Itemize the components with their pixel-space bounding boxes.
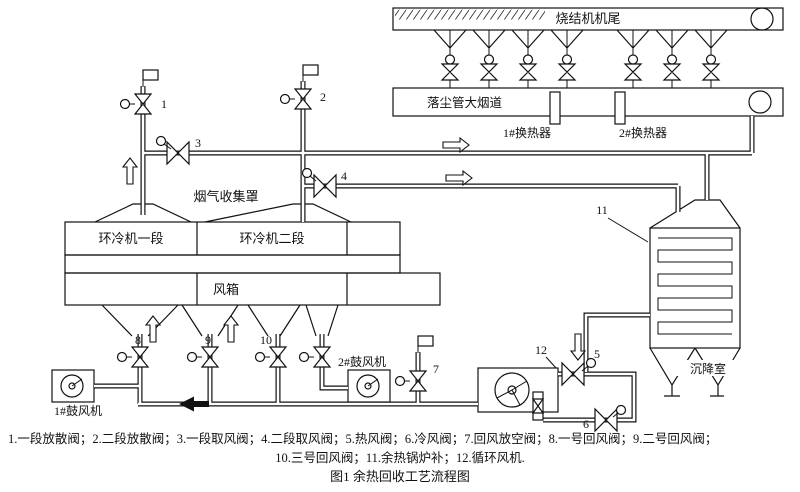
valve4-actuator: [301, 167, 313, 179]
circulating-fan-casing: [477, 367, 559, 413]
valve-actuators: [116, 93, 627, 416]
flag-poles: [142, 65, 419, 353]
blower2-fan-icon: [356, 374, 380, 398]
settling-label-bg: [676, 360, 740, 376]
sinter-hatch: [395, 9, 545, 20]
callout-1: 1: [161, 97, 167, 111]
callout-5: 5: [594, 347, 600, 361]
right-arrow-icon: [442, 136, 470, 154]
boiler-coil: [657, 237, 733, 335]
cooler-grate-strip: [64, 254, 401, 274]
callout-10: 10: [260, 333, 272, 347]
vessel-body: [649, 227, 741, 349]
callout-7: 7: [433, 362, 439, 376]
ring-cooler: [64, 203, 441, 337]
hx1-label: 1#换热器: [503, 126, 551, 140]
valve-bodies: [130, 88, 618, 433]
hx2-label: 2#换热器: [619, 126, 667, 140]
sinter-tail-label: 烧结机机尾: [555, 11, 620, 26]
callout-6: 6: [583, 417, 589, 431]
up-arrow-icon: [121, 157, 139, 185]
callout-9: 9: [205, 333, 211, 347]
callout-numbers: 1 2 3 4 5 6 7 8 9 10 11 12: [135, 90, 608, 431]
blower1-blade: [71, 378, 83, 387]
blower2-label: 2#鼓风机: [338, 355, 386, 369]
circulating-fan-hub: [507, 385, 517, 395]
figure-title: 图1 余热回收工艺流程图: [330, 469, 470, 484]
heat-exchanger-1: [549, 91, 561, 125]
cooler-sec1-label: 环冷机一段: [98, 231, 163, 246]
valve7-actuator: [394, 375, 406, 387]
flue-drum: [748, 90, 772, 114]
cooler-dividers: [196, 222, 348, 255]
valve-stems: [126, 98, 619, 418]
callout-12: 12: [535, 343, 547, 357]
circulating-fan-icon: [494, 372, 530, 408]
flag-icon: [302, 64, 319, 76]
flow-arrows: [121, 136, 587, 412]
dust-hoppers: [433, 29, 728, 49]
vessel-cone: [649, 199, 741, 229]
sinter-machine: [392, 7, 784, 88]
blower1-hub: [68, 382, 76, 390]
windbox-dividers: [196, 273, 348, 305]
valve9-actuator: [186, 351, 198, 363]
up-arrow-icon: [222, 315, 240, 343]
windbox-funnels: [101, 304, 339, 337]
up-arrow-icon: [144, 315, 162, 343]
heat-exchanger-2: [614, 91, 626, 125]
hopper-valve-actuators: [444, 54, 717, 65]
callout-3: 3: [195, 136, 201, 150]
left-arrow-filled-icon: [179, 396, 209, 412]
callout-4: 4: [341, 169, 347, 183]
callout-8: 8: [135, 333, 141, 347]
windbox-label: 风箱: [213, 282, 239, 297]
flue-duct-body: [392, 87, 784, 117]
right-arrow-icon: [445, 169, 473, 187]
sinter-machine-body: [392, 7, 784, 31]
flue-duct: [392, 87, 784, 125]
callout-11: 11: [596, 203, 608, 217]
caption-line2: 10.三号回风阀；11.余热锅炉补；12.循环风机.: [275, 450, 525, 465]
vent-flags: [142, 64, 434, 353]
vessel-hopper-stubs: [664, 385, 724, 397]
valve2-actuator: [279, 93, 291, 105]
callout-2: 2: [320, 90, 326, 104]
circulating-fan-blades: [496, 380, 528, 406]
hopper-valve-row: [440, 63, 721, 81]
blower2-blade: [367, 378, 379, 387]
hood-label: 烟气收集罩: [193, 189, 258, 204]
valve1-actuator: [119, 98, 131, 110]
valve6-actuator: [615, 404, 627, 416]
windbox-body: [64, 272, 441, 306]
valve8-actuator: [116, 351, 128, 363]
gas-collection-hood: [94, 203, 352, 223]
sinter-drum: [750, 7, 774, 31]
blower1-label: 1#鼓风机: [54, 404, 102, 418]
caption-line1: 1.一段放散阀；2.二段放散阀；3.一段取风阀；4.二段取风阀；5.热风阀；6.…: [8, 431, 717, 446]
down-arrow-icon: [569, 333, 587, 361]
flag-icon: [142, 69, 159, 81]
valve10-actuator: [254, 351, 266, 363]
blower1-fan-icon: [60, 374, 84, 398]
blower2-hub: [364, 382, 372, 390]
settling-label: 沉降室: [690, 361, 726, 376]
callout-leader-lines: [545, 217, 649, 369]
flag-icon: [417, 335, 434, 347]
flue-label: 落尘管大烟道: [427, 95, 503, 110]
valve5-actuator: [585, 357, 597, 369]
cooler-sec2-label: 环冷机二段: [239, 231, 304, 246]
valve3-actuator: [155, 135, 167, 147]
blower2-valve-actuator: [298, 351, 310, 363]
fan-outlet-valve: [531, 398, 545, 414]
